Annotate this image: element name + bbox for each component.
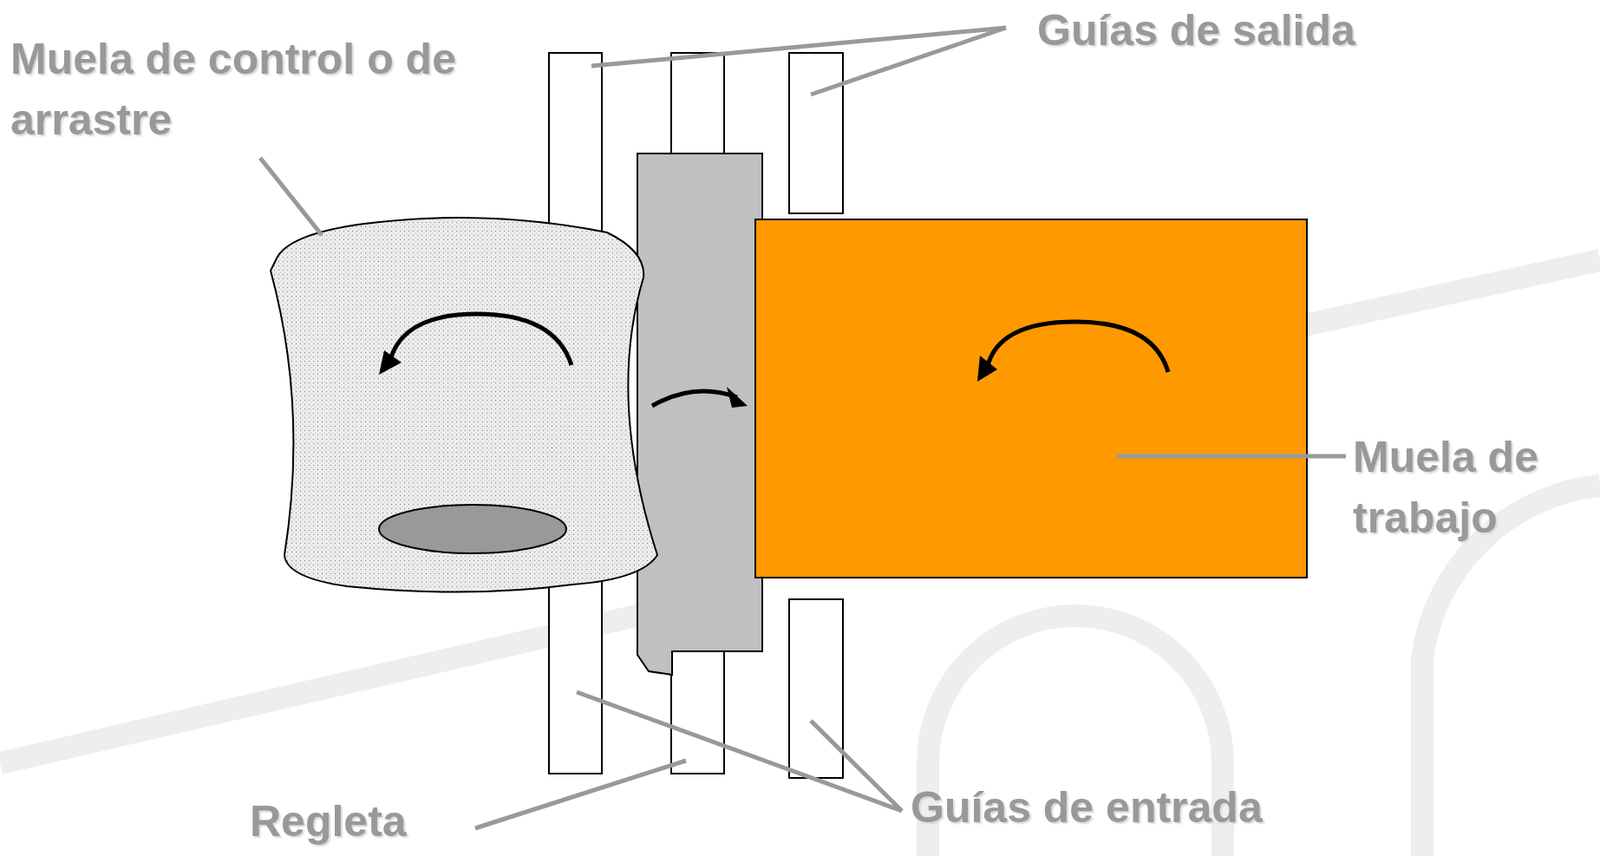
wheel-bore (378, 504, 567, 554)
entry-guide (789, 599, 843, 778)
workpiece (637, 153, 763, 675)
control-wheel (270, 217, 658, 593)
rotation-arrow (652, 391, 738, 406)
leader-line (475, 760, 686, 829)
work-wheel (755, 219, 1307, 578)
arrowhead (726, 386, 748, 408)
leader-line (576, 692, 902, 811)
exit-guide (789, 52, 843, 214)
leader-line (810, 27, 1006, 95)
part-label: Guías de salida (1037, 0, 1593, 61)
rotation-arrow (390, 313, 572, 366)
part-label: Guías de entrada (910, 777, 1466, 838)
leader-line (260, 157, 322, 236)
part-label: Muela de control o de arrastre (10, 28, 531, 151)
leader-line (1116, 454, 1346, 459)
part-label: Regleta (249, 790, 510, 852)
arrowhead (977, 355, 998, 382)
rotation-arrow (986, 321, 1169, 373)
part-label: Muela de trabajo (1352, 426, 1596, 549)
leader-line (810, 720, 902, 811)
arrowhead (378, 350, 402, 375)
